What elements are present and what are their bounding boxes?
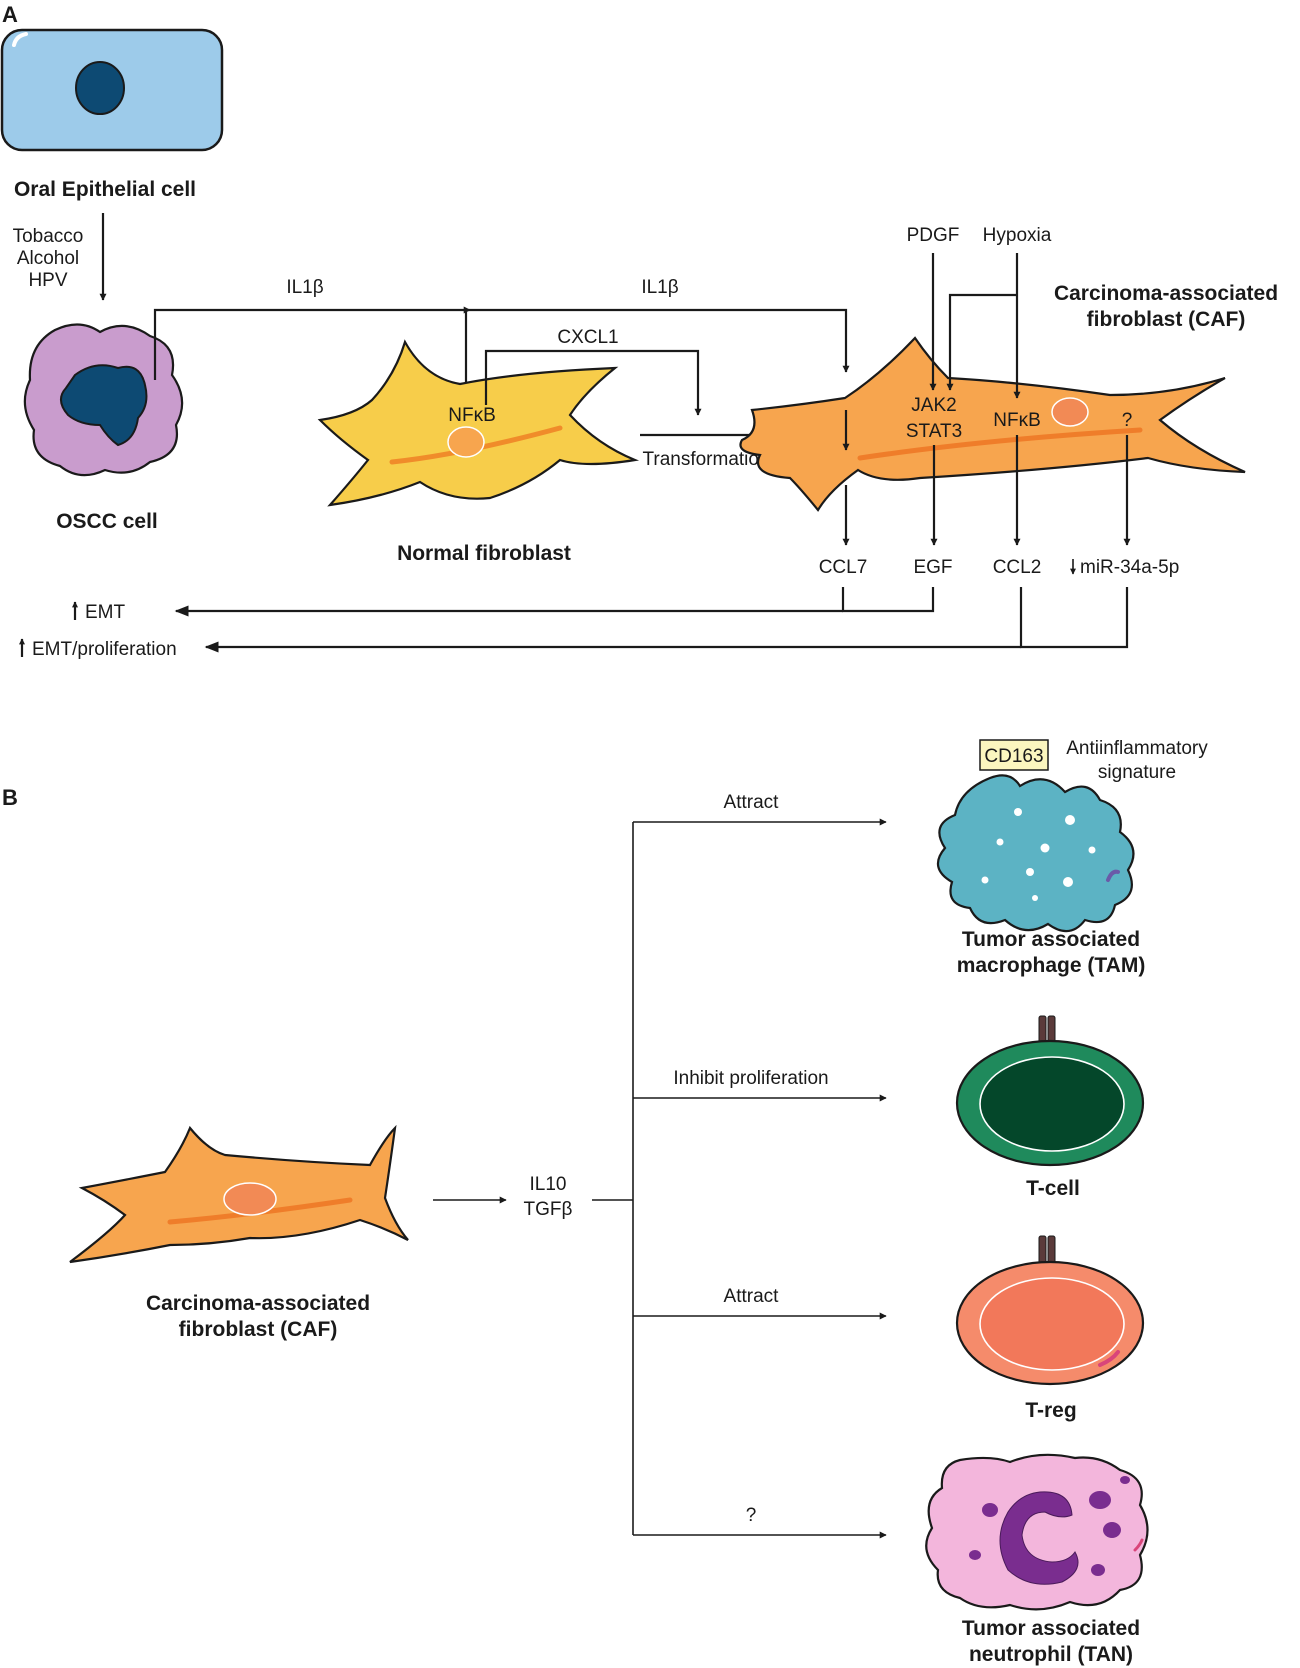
oral-epithelial-cell-label: Oral Epithelial cell — [14, 178, 196, 201]
branch-effect-tcell: Inhibit proliferation — [673, 1068, 828, 1089]
emt-proliferation-label: EMT/proliferation — [32, 639, 177, 660]
oscc-cell — [23, 323, 184, 477]
antiinflammatory-label-line2: signature — [1098, 762, 1176, 783]
caf-title-b-line2: fibroblast (CAF) — [179, 1318, 338, 1341]
caf-cell-b — [69, 1124, 409, 1264]
emt-label: EMT — [85, 602, 126, 623]
panel-a-label: A — [2, 2, 18, 27]
macrophage-cell — [936, 774, 1135, 933]
bracket-ccl7-egf — [841, 587, 935, 613]
unknown-mechanism-label: ? — [1122, 410, 1133, 431]
antiinflammatory-label-line1: Antiinflammatory — [1066, 738, 1208, 759]
pdgf-label: PDGF — [907, 225, 960, 246]
hypoxia-label: Hypoxia — [983, 225, 1052, 246]
branch-effect-treg: Attract — [724, 1286, 780, 1307]
branch-effect-tan: ? — [746, 1505, 757, 1526]
tan-label-line1: Tumor associated — [962, 1617, 1140, 1640]
cd163-box — [979, 739, 1049, 771]
risk-factor-hpv: HPV — [28, 270, 67, 291]
nfkb-normal-label: NFκB — [448, 405, 496, 426]
normal-fibroblast — [317, 339, 640, 507]
mediator-il10: IL10 — [530, 1174, 567, 1195]
tam-label-line1: Tumor associated — [962, 928, 1140, 951]
caf-title-a-line1: Carcinoma-associated — [1054, 282, 1278, 305]
oscc-cell-label: OSCC cell — [56, 510, 158, 533]
caf-title-b-line1: Carcinoma-associated — [146, 1292, 370, 1315]
transformation-label: Transformation — [642, 449, 769, 470]
treg-label: T-reg — [1025, 1399, 1076, 1422]
oral-epithelial-cell — [0, 28, 224, 152]
egf-label: EGF — [913, 557, 952, 578]
il1b-label-2: IL1β — [641, 277, 678, 298]
ccl7-label: CCL7 — [819, 557, 868, 578]
tcell-label: T-cell — [1026, 1177, 1080, 1200]
bracket-ccl2-mir — [1019, 587, 1129, 649]
caf-title-a-line2: fibroblast (CAF) — [1087, 308, 1246, 331]
arrow-cxcl1 — [484, 349, 702, 416]
cd163-label: CD163 — [984, 746, 1043, 767]
risk-factor-alcohol: Alcohol — [17, 248, 79, 269]
neutrophil-cell — [925, 1453, 1149, 1611]
arrow-hypoxia-to-jak2 — [946, 293, 1017, 391]
tan-label-line2: neutrophil (TAN) — [969, 1643, 1133, 1666]
nfkb-caf-label: NFκB — [993, 410, 1041, 431]
stat3-label: STAT3 — [906, 421, 962, 442]
tcell — [955, 1015, 1145, 1167]
treg-cell — [955, 1235, 1145, 1386]
risk-factor-tobacco: Tobacco — [13, 226, 84, 247]
jak2-label: JAK2 — [911, 395, 956, 416]
mir-label: miR-34a-5p — [1080, 557, 1179, 578]
tam-label-line2: macrophage (TAM) — [957, 954, 1146, 977]
branch-effect-tam: Attract — [724, 792, 780, 813]
normal-fibroblast-label: Normal fibroblast — [397, 542, 571, 565]
panel-b-label: B — [2, 785, 18, 810]
mediator-tgfb: TGFβ — [524, 1199, 573, 1220]
il1b-label-1: IL1β — [286, 277, 323, 298]
ccl2-label: CCL2 — [993, 557, 1042, 578]
arrow-il1b-to-caf — [470, 308, 850, 373]
arrow-il1b-to-normal — [153, 306, 471, 380]
cxcl1-label: CXCL1 — [557, 327, 618, 348]
